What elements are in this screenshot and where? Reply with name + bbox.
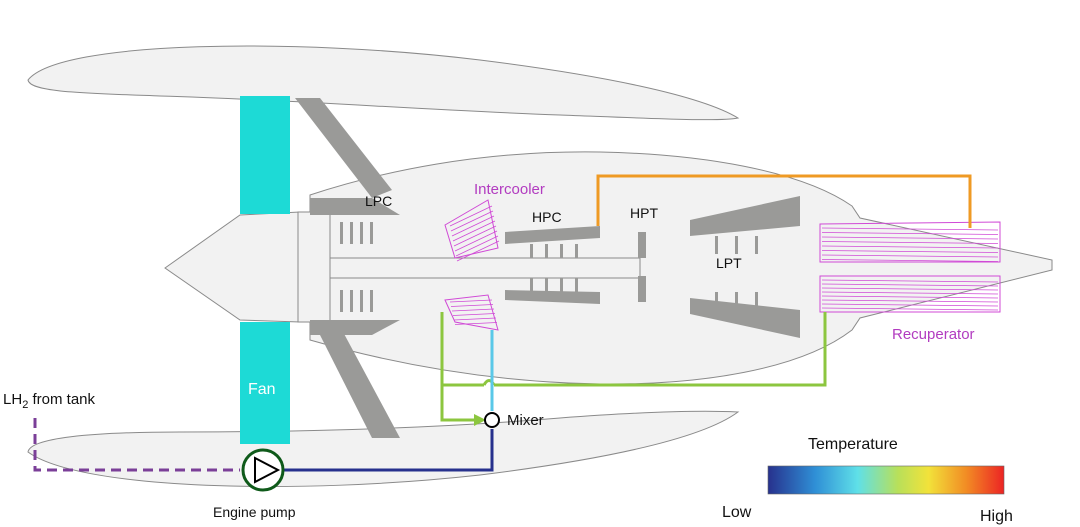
intercooler-hatch-line bbox=[451, 215, 495, 237]
hot-pipe bbox=[596, 174, 972, 228]
coolant-arrow bbox=[474, 414, 486, 426]
strut-upper bbox=[295, 98, 392, 198]
spinner bbox=[164, 211, 301, 323]
mixer-label: Mixer bbox=[507, 412, 544, 429]
recuperator-hatch-line bbox=[821, 303, 999, 307]
tank-line bbox=[33, 418, 240, 472]
recuperator-hatch-line bbox=[821, 291, 999, 295]
hpc-stages bbox=[505, 226, 600, 304]
intercooler-hatch-line bbox=[450, 210, 494, 232]
recuperator-hatch-line bbox=[821, 236, 999, 240]
lpc-stages bbox=[310, 198, 400, 335]
legend-low-label: Low bbox=[722, 504, 752, 521]
h2-pipe bbox=[284, 429, 494, 472]
recuperator-hatch-line bbox=[821, 295, 999, 299]
intercooler-hatch-line bbox=[454, 230, 498, 252]
recuperator-hatch-line bbox=[821, 283, 999, 287]
hpc-label: HPC bbox=[532, 209, 562, 225]
recuperator-hx bbox=[819, 221, 1001, 313]
lpc-label: LPC bbox=[365, 193, 393, 209]
engine-pump bbox=[241, 448, 285, 492]
upper-nacelle bbox=[27, 45, 740, 121]
hpt-stages bbox=[638, 232, 646, 302]
intercooler-hatch-line bbox=[449, 299, 493, 303]
hpt-label: HPT bbox=[630, 205, 658, 221]
recuperator-hatch-line bbox=[821, 245, 999, 249]
intercooler-hatch-line bbox=[449, 205, 493, 227]
recuperator-hatch-line bbox=[821, 287, 999, 291]
lpt-label: LPT bbox=[716, 255, 742, 271]
recuperator-hatch-line bbox=[821, 307, 999, 311]
recuperator-hatch-line bbox=[821, 299, 999, 303]
recuperator-hatch-line bbox=[821, 279, 999, 283]
temperature-gradient-bar bbox=[767, 465, 1005, 495]
fan-label: Fan bbox=[248, 381, 276, 398]
intercooler-hatch-line bbox=[454, 322, 498, 325]
recuperator-hatch-line bbox=[821, 232, 999, 235]
intercooler-hatch-line bbox=[452, 313, 496, 316]
recuperator-hatch-line bbox=[821, 241, 999, 244]
core-casing bbox=[309, 151, 1053, 385]
lh2-main-text: LH bbox=[3, 391, 23, 408]
lh2-suffix-text: from tank bbox=[28, 391, 95, 408]
recuperator-hatch-line bbox=[821, 259, 999, 262]
intercooler-hatch-line bbox=[453, 317, 497, 321]
fan-upper bbox=[240, 96, 290, 214]
intercooler-hatch-line bbox=[456, 240, 500, 262]
engine-pump-label: Engine pump bbox=[213, 504, 296, 520]
intercooler-hx bbox=[444, 199, 499, 331]
coolant-to-mixer bbox=[440, 385, 478, 422]
lh2-subscript: 2 bbox=[22, 399, 29, 411]
intercooler-hatch-line bbox=[450, 304, 494, 307]
intercooler-hatch-line bbox=[453, 225, 497, 247]
recuperator-hatch-line bbox=[821, 254, 999, 258]
lpt-stages bbox=[690, 196, 800, 338]
hub-block bbox=[297, 211, 331, 323]
recuperator-hatch-line bbox=[821, 250, 999, 253]
mixer-node bbox=[484, 412, 500, 428]
intercooler-hatch-line bbox=[452, 220, 496, 242]
intercooler-label: Intercooler bbox=[474, 181, 545, 198]
strut-lower bbox=[320, 330, 400, 438]
legend-high-label: High bbox=[980, 508, 1013, 525]
lower-nacelle bbox=[27, 410, 740, 488]
intercooler-hatch-line bbox=[455, 235, 499, 257]
shaft bbox=[329, 257, 641, 279]
recuperator-hatch-line bbox=[821, 227, 999, 231]
recuperator-label: Recuperator bbox=[892, 326, 975, 343]
intercooler-hatch-line bbox=[451, 308, 495, 312]
fan-lower bbox=[240, 322, 290, 444]
lh2-label: LH2 from tank bbox=[3, 391, 95, 411]
temperature-legend-title: Temperature bbox=[808, 436, 898, 453]
